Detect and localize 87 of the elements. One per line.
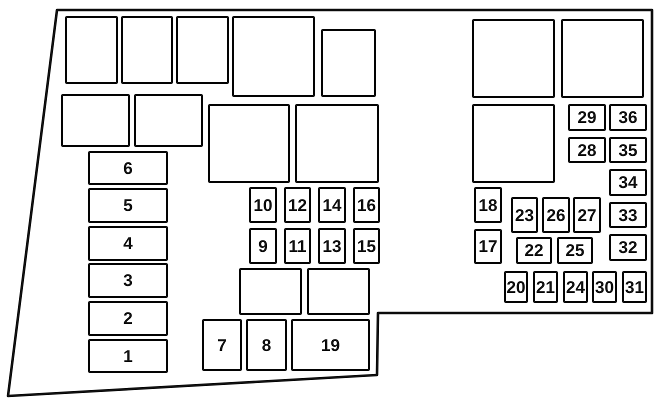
- blank-slot: [239, 268, 302, 315]
- fuse-number: 30: [595, 278, 614, 296]
- fuse-slot: [474, 229, 502, 264]
- blank-slot: [208, 104, 290, 183]
- blank-slot: [472, 19, 555, 98]
- fuse-number: 19: [321, 336, 340, 354]
- fuse-number: 7: [217, 336, 227, 354]
- fuse-number: 34: [618, 174, 638, 191]
- fuse-box-outline: [6, 8, 654, 400]
- fuse-number: 12: [288, 196, 307, 214]
- fuse-number: 20: [506, 278, 526, 296]
- fuse-slot: [249, 187, 277, 223]
- fuse-number: 13: [322, 238, 342, 254]
- fuse-number: 21: [536, 278, 555, 296]
- fuse-slot: [573, 197, 601, 233]
- fuse-slot: [563, 271, 588, 303]
- fuse-slot: [318, 228, 346, 264]
- fuse-slot: [609, 104, 647, 131]
- fuse-slot: [284, 187, 311, 223]
- fuse-number: 36: [618, 109, 638, 126]
- fuse-number: 4: [123, 235, 133, 252]
- blank-slot: [307, 268, 370, 315]
- fuse-slot: [88, 151, 168, 185]
- fuse-number: 24: [566, 278, 585, 296]
- fuse-slot: [246, 319, 287, 371]
- fuse-slot: [88, 301, 168, 336]
- blank-slot: [61, 94, 130, 147]
- fuse-slot: [592, 271, 617, 303]
- fuse-slot: [609, 202, 647, 228]
- fuse-number: 17: [478, 238, 498, 255]
- blank-slot: [232, 16, 315, 97]
- fuse-slot: [568, 137, 606, 163]
- fuse-slot: [533, 271, 558, 303]
- fuse-number: 5: [123, 197, 133, 214]
- fuse-slot: [88, 263, 168, 298]
- fuse-number: 25: [566, 242, 584, 259]
- blank-slot: [121, 16, 173, 84]
- fuse-number: 3: [123, 272, 133, 289]
- fuse-number: 15: [357, 238, 376, 254]
- fuse-number: 18: [478, 196, 498, 214]
- fuse-slot: [609, 234, 647, 261]
- blank-slot: [472, 104, 555, 183]
- fuse-number: 1: [123, 348, 133, 364]
- fuse-number: 28: [578, 142, 596, 158]
- fuse-slot: [609, 169, 647, 196]
- blank-slot: [134, 94, 203, 147]
- fuse-slot: [542, 197, 570, 233]
- fuse-number: 10: [254, 196, 272, 214]
- fuse-slot: [609, 137, 647, 163]
- fuse-number: 27: [578, 206, 596, 224]
- fuse-slot: [318, 187, 346, 223]
- fuse-slot: [568, 104, 606, 131]
- fuse-number: 23: [515, 206, 534, 224]
- fuse-slot: [249, 228, 277, 264]
- fuse-number: 11: [288, 238, 306, 254]
- fuse-number: 14: [322, 196, 342, 214]
- fuse-number: 16: [357, 196, 376, 214]
- fuse-number: 31: [625, 278, 644, 296]
- fuse-slot: [291, 319, 370, 371]
- fuse-number: 35: [618, 142, 638, 158]
- blank-slot: [176, 16, 229, 84]
- fuse-slot: [557, 237, 593, 264]
- fuse-slot: [474, 187, 502, 223]
- blank-slot: [321, 29, 376, 97]
- fuse-number: 33: [618, 206, 638, 224]
- blank-slot: [295, 104, 379, 183]
- fuse-slot: [202, 319, 242, 371]
- fuse-slot: [284, 228, 311, 264]
- fuse-number: 32: [618, 239, 638, 256]
- fuse-slot: [353, 187, 380, 223]
- fuse-number: 22: [524, 242, 544, 259]
- blank-slot: [65, 16, 118, 84]
- fuse-slot: [516, 237, 552, 264]
- fuse-number: 2: [123, 310, 133, 327]
- blank-slot: [561, 19, 644, 98]
- fuse-slot: [88, 339, 168, 373]
- fuse-number: 29: [578, 109, 596, 126]
- fuse-number: 26: [546, 206, 566, 224]
- fuse-slot: [622, 271, 647, 303]
- fuse-slot: [88, 188, 168, 223]
- fuse-number: 6: [123, 160, 133, 176]
- fuse-slot: [88, 226, 168, 261]
- fuse-slot: [511, 197, 538, 233]
- fuse-slot: [353, 228, 380, 264]
- fuse-number: 8: [262, 336, 272, 354]
- fuse-slot: [504, 271, 528, 303]
- fuse-number: 9: [258, 238, 268, 254]
